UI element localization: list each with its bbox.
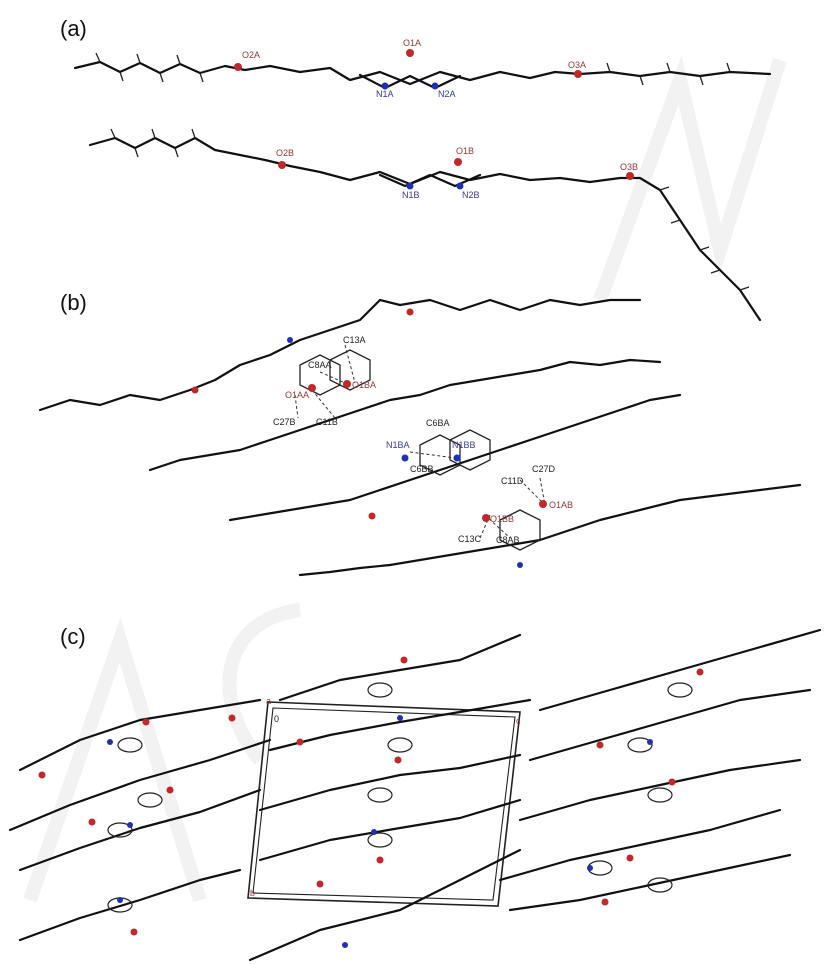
atom-label-c6ba: C6BA — [426, 418, 450, 428]
nitrogen-atom — [287, 337, 293, 343]
packed-rings — [107, 682, 693, 913]
oxygen-atom — [191, 386, 199, 394]
axis-label-b: b — [250, 888, 255, 898]
nitrogen-atom — [381, 82, 389, 90]
atom-label-c11b: C11B — [316, 417, 338, 427]
atom-label-o1a: O1A — [403, 38, 421, 48]
panel-c: (c) a b c 0 — [8, 624, 822, 962]
panel-b: (b) — [38, 290, 802, 577]
molecule-packing-b: C13A C8AA O1BA O1AA C27B C11B C6BA N1BA … — [38, 298, 802, 577]
atom-label-c27d: C27D — [532, 464, 556, 474]
hydrogen-bond — [479, 514, 491, 539]
hydrogen-bond — [311, 389, 336, 419]
atom-label-n2a: N2A — [438, 89, 456, 99]
atom-label-o1ba: O1BA — [352, 380, 376, 390]
oxygen-atom — [278, 161, 286, 169]
oxygen-atom — [482, 514, 490, 522]
atom-label-c13c: C13C — [458, 534, 482, 544]
panel-c-label: (c) — [60, 624, 86, 649]
panel-b-label: (b) — [60, 290, 87, 315]
oxygen-atom — [406, 308, 414, 316]
oxygen-atom — [234, 63, 242, 71]
oxygen-atom — [626, 172, 634, 180]
axis-label-origin: 0 — [274, 714, 279, 724]
atom-label-o1ab: O1AB — [549, 500, 573, 510]
molecule-a: O2A O1A O3A N1A N2A — [73, 38, 772, 99]
atom-label-n1a: N1A — [376, 89, 394, 99]
atom-label-o1bb: O1BB — [490, 514, 514, 524]
packed-oxygen-atoms — [38, 656, 704, 936]
atom-label-n1ba: N1BA — [386, 440, 410, 450]
atom-label-c11d: C11D — [501, 476, 524, 486]
molecule-b-hydrogens — [110, 128, 750, 291]
axis-label-a: a — [266, 696, 271, 706]
nitrogen-atom — [406, 182, 414, 190]
atom-label-c27b: C27B — [273, 417, 296, 427]
nitrogen-atom — [456, 182, 464, 190]
nitrogen-atom — [401, 454, 409, 462]
molecule-b: O2B O1B O3B N1B N2B — [88, 128, 762, 322]
unit-cell: a b c 0 — [247, 696, 521, 907]
panel-a: (a) O2A O1A O3A N1A N2A — [60, 16, 772, 322]
atom-label-n1bb: N1BB — [452, 440, 476, 450]
atom-label-o2a: O2A — [242, 50, 260, 60]
atom-label-o1b: O1B — [456, 146, 474, 156]
atom-label-c6bb: C6BB — [410, 464, 434, 474]
oxygen-atom — [539, 500, 547, 508]
atom-label-c8aa: C8AA — [308, 360, 332, 370]
atom-label-c8ab: C8AB — [496, 535, 520, 545]
atom-label-c13a: C13A — [343, 335, 366, 345]
atom-label-o1aa: O1AA — [285, 390, 309, 400]
oxygen-atom — [454, 158, 462, 166]
nitrogen-atom — [431, 82, 439, 90]
packed-nitrogen-atoms — [107, 715, 653, 948]
hydrogen-bond — [319, 371, 346, 384]
atom-label-o3b: O3B — [620, 162, 638, 172]
atom-label-n2b: N2B — [462, 190, 480, 200]
atom-label-o2b: O2B — [276, 148, 294, 158]
atom-label-n1b: N1B — [402, 190, 420, 200]
oxygen-atom — [308, 384, 316, 392]
packed-molecule-rows — [8, 628, 822, 962]
nitrogen-atom — [453, 454, 461, 462]
aromatic-rings — [299, 349, 541, 551]
atom-label-o3a: O3A — [568, 60, 586, 70]
axis-label-c: c — [516, 716, 521, 726]
molecule-a-hydrogens — [95, 52, 731, 86]
oxygen-atom — [368, 512, 376, 520]
hydrogen-bond — [409, 451, 456, 459]
oxygen-atom — [574, 70, 582, 78]
oxygen-atom — [343, 380, 351, 388]
oxygen-atom — [406, 49, 414, 57]
hydrogen-bond — [294, 394, 299, 419]
watermark — [23, 55, 787, 903]
panel-a-label: (a) — [60, 16, 87, 41]
nitrogen-atom — [517, 562, 523, 568]
hydrogen-bond — [344, 344, 356, 384]
